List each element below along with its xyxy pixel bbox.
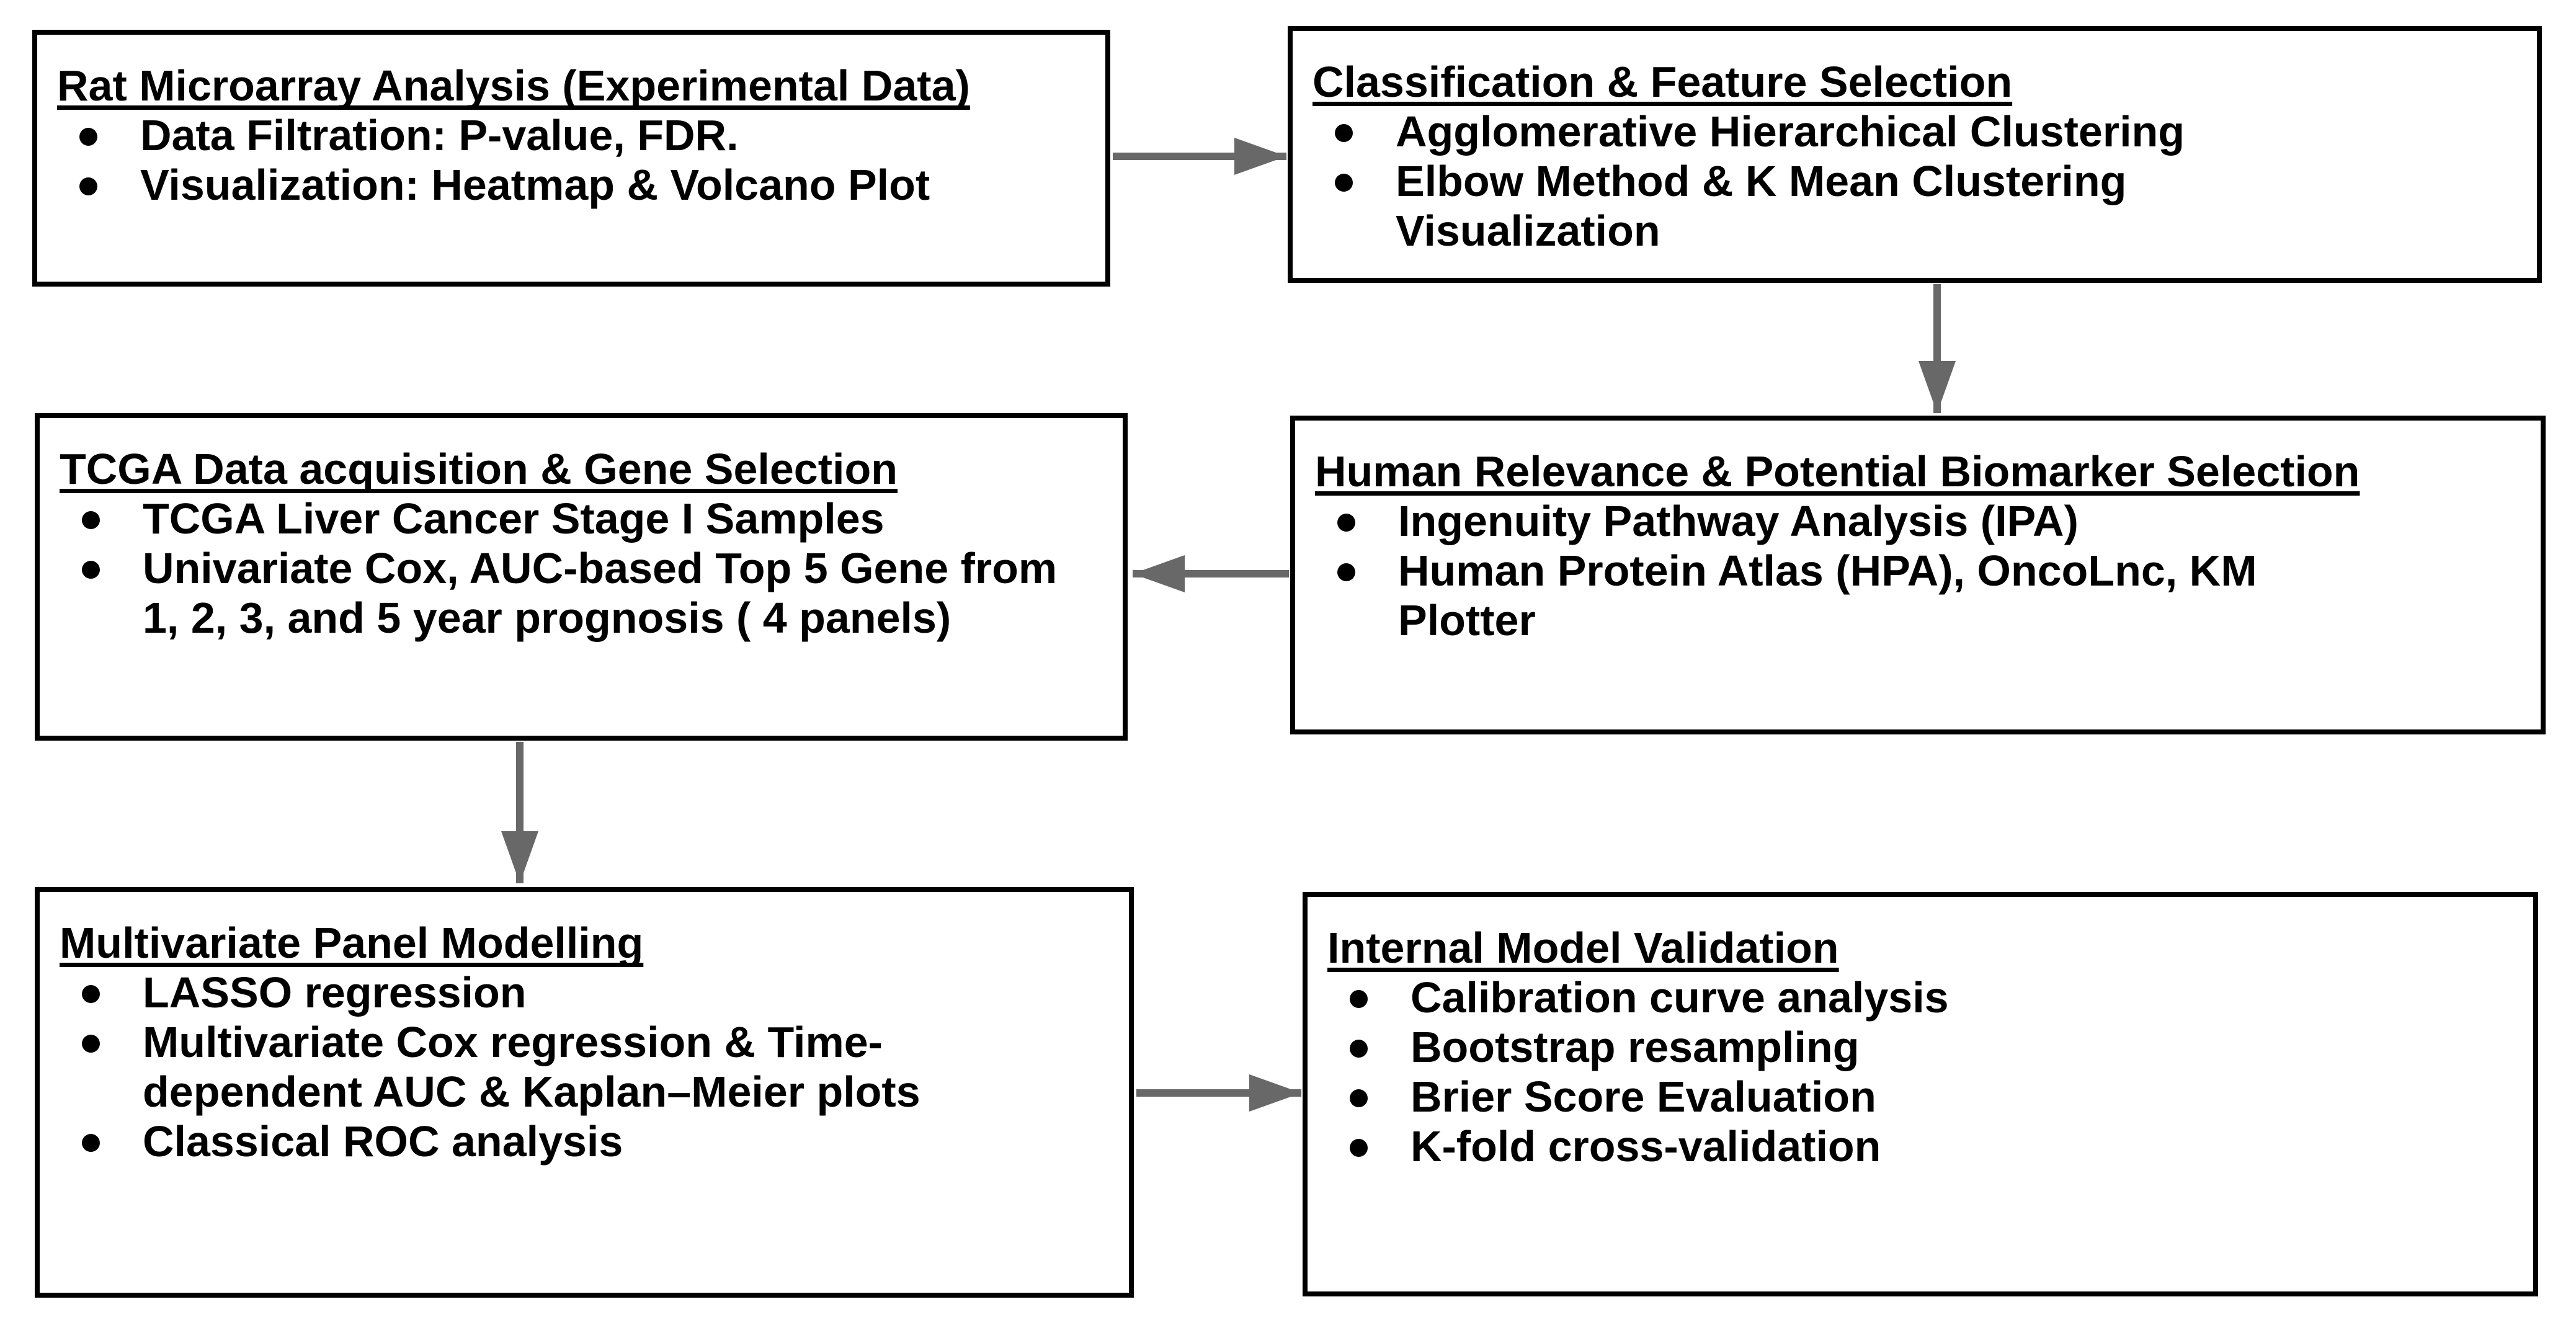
box-internal-model-validation: Internal Model Validation Calibration cu…: [1303, 892, 2538, 1296]
bullet-list: LASSO regression Multivariate Cox regres…: [60, 968, 1114, 1166]
bullet-item: Classical ROC analysis: [60, 1117, 1011, 1166]
bullet-item: K-fold cross-validation: [1327, 1122, 2518, 1171]
bullet-item: Univariate Cox, AUC-based Top 5 Gene fro…: [60, 543, 1061, 643]
box-classification-feature-selection: Classification & Feature Selection Agglo…: [1288, 26, 2542, 283]
bullet-list: TCGA Liver Cancer Stage I Samples Univar…: [60, 494, 1108, 643]
bullet-item: TCGA Liver Cancer Stage I Samples: [60, 494, 1061, 543]
box-title-classification-feature-selection: Classification & Feature Selection: [1313, 58, 2013, 106]
box-human-relevance-potential-biomarker-selection: Human Relevance & Potential Biomarker Se…: [1290, 416, 2546, 734]
box-title-human-relevance-potential-biomarker-selection: Human Relevance & Potential Biomarker Se…: [1315, 447, 2360, 496]
bullet-item: Elbow Method & K Mean Clustering Visuali…: [1313, 156, 2326, 256]
bullet-item: Calibration curve analysis: [1327, 973, 2518, 1022]
box-multivariate-panel-modelling: Multivariate Panel Modelling LASSO regre…: [35, 887, 1134, 1298]
box-tcga-data-acquisition-gene-selection: TCGA Data acquisition & Gene Selection T…: [35, 413, 1128, 741]
bullet-item: Agglomerative Hierarchical Clustering: [1313, 107, 2326, 156]
box-title-multivariate-panel-modelling: Multivariate Panel Modelling: [60, 919, 644, 967]
bullet-list: Ingenuity Pathway Analysis (IPA) Human P…: [1315, 496, 2526, 645]
bullet-list: Data Filtration: P-value, FDR. Visualiza…: [57, 110, 1090, 210]
bullet-item: Ingenuity Pathway Analysis (IPA): [1315, 496, 2341, 546]
bullet-item: Visualization: Heatmap & Volcano Plot: [57, 160, 1090, 210]
box-title-internal-model-validation: Internal Model Validation: [1327, 924, 1839, 972]
box-title-tcga-data-acquisition-gene-selection: TCGA Data acquisition & Gene Selection: [60, 445, 898, 493]
bullet-item: Brier Score Evaluation: [1327, 1072, 2518, 1122]
bullet-item: Data Filtration: P-value, FDR.: [57, 110, 1090, 160]
bullet-list: Calibration curve analysis Bootstrap res…: [1327, 973, 2518, 1171]
box-rat-microarray-analysis: Rat Microarray Analysis (Experimental Da…: [32, 30, 1110, 287]
bullet-item: Multivariate Cox regression & Time-depen…: [60, 1017, 1011, 1117]
box-title-rat-microarray-analysis: Rat Microarray Analysis (Experimental Da…: [57, 61, 970, 110]
bullet-item: Human Protein Atlas (HPA), OncoLnc, KM P…: [1315, 546, 2341, 645]
bullet-list: Agglomerative Hierarchical Clustering El…: [1313, 107, 2522, 256]
bullet-item: LASSO regression: [60, 968, 1011, 1017]
bullet-item: Bootstrap resampling: [1327, 1022, 2518, 1072]
